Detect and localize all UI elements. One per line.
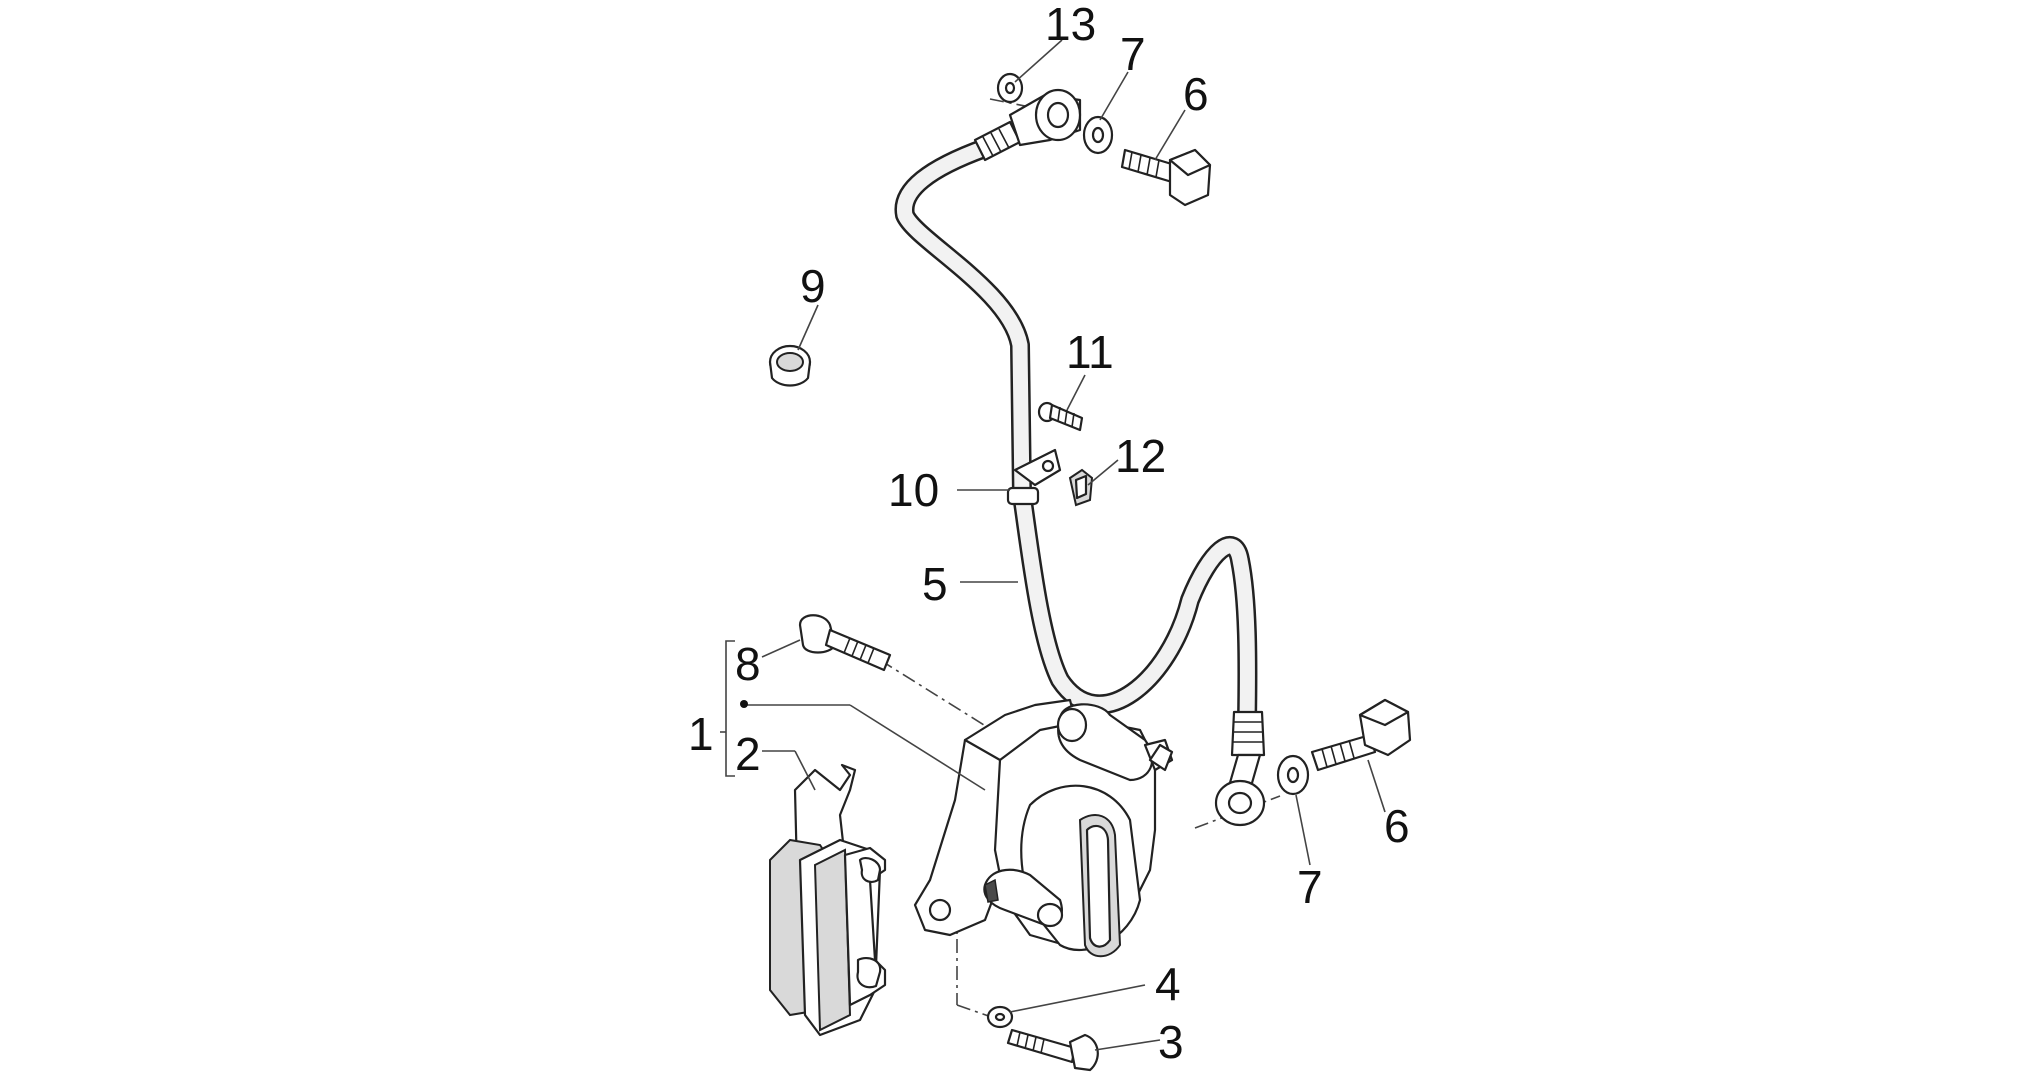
callout-8: 8 xyxy=(735,638,761,690)
callout-12: 12 xyxy=(1115,430,1166,482)
callout-4: 4 xyxy=(1155,958,1181,1010)
banjo-bolt-6-bottom xyxy=(1310,698,1412,772)
callout-labels: 13 7 6 9 11 12 10 5 8 1 2 6 7 4 3 xyxy=(688,0,1410,1068)
callout-6-top: 6 xyxy=(1183,68,1209,120)
callout-13: 13 xyxy=(1045,0,1096,50)
callout-3: 3 xyxy=(1158,1016,1184,1068)
clip-nut xyxy=(1068,468,1094,507)
callout-7-bottom: 7 xyxy=(1297,861,1323,913)
callout-5: 5 xyxy=(922,558,948,610)
callout-2: 2 xyxy=(735,728,761,780)
copper-washer-7-bottom xyxy=(1276,754,1310,796)
washer-4 xyxy=(986,1005,1014,1029)
callout-6-bottom: 6 xyxy=(1384,800,1410,852)
callout-7-top: 7 xyxy=(1120,28,1146,80)
brake-pads xyxy=(769,763,887,1037)
callout-11: 11 xyxy=(1066,326,1114,378)
upper-hose-fitting xyxy=(973,88,1082,162)
hose-clip xyxy=(1006,448,1062,506)
callout-10: 10 xyxy=(888,464,939,516)
caliper-mounting-bolt-3 xyxy=(1006,1028,1099,1072)
brake-caliper xyxy=(913,698,1174,958)
hose-clamp xyxy=(768,344,812,387)
callout-1: 1 xyxy=(688,708,714,760)
hose-clip-screw xyxy=(1037,401,1084,432)
lower-hose-fitting xyxy=(1214,710,1266,827)
brake-hose xyxy=(894,138,1258,730)
caliper-pin-bolt-8 xyxy=(798,614,892,672)
banjo-bolt-6-top xyxy=(1120,148,1212,207)
copper-washer-7-top xyxy=(1082,115,1114,155)
callout-9: 9 xyxy=(800,260,826,312)
callout-leaders xyxy=(720,39,1386,1051)
